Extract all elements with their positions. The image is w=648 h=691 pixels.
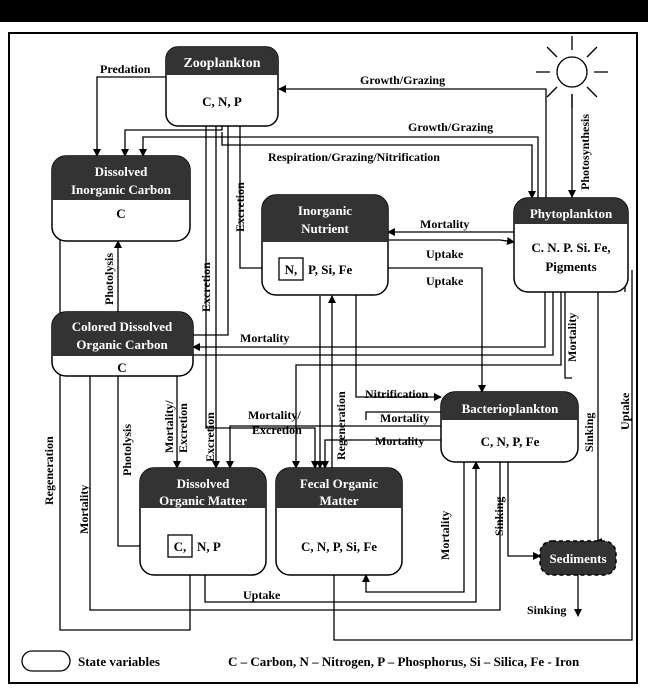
label-uptake-right: Uptake: [618, 392, 632, 430]
label-mortality-excretion-fom-2: Excretion: [252, 423, 302, 437]
dic-content: C: [116, 206, 125, 221]
label-uptake-2: Uptake: [426, 274, 464, 288]
label-photolysis-2: Photolysis: [120, 424, 134, 476]
dom-content-boxed: C,: [174, 539, 187, 554]
node-dissolved-inorganic-carbon: Dissolved Inorganic Carbon C: [51, 155, 191, 242]
label-regeneration-left: Regeneration: [42, 436, 56, 505]
label-mortality-phyto-nutrient: Mortality: [420, 217, 469, 231]
zooplankton-content: C, N, P: [202, 94, 242, 109]
fom-title-line1: Fecal Organic: [300, 476, 379, 491]
bacterioplankton-content: C, N, P, Fe: [481, 434, 540, 449]
label-mortality-excretion-dom: Mortality/: [162, 400, 176, 453]
cdoc-content: C: [117, 360, 126, 375]
fom-title-line2: Matter: [320, 493, 359, 508]
label-predation: Predation: [100, 62, 151, 76]
legend: State variables C – Carbon, N – Nitrogen…: [21, 650, 580, 672]
label-nitrification: Nitrification: [365, 387, 429, 401]
label-uptake-1: Uptake: [426, 247, 464, 261]
label-sinking-phyto: Sinking: [582, 413, 596, 452]
label-excretion-dom-2: Excretion: [203, 412, 217, 462]
node-sediments: Sediments: [539, 540, 617, 576]
label-growth-grazing-1: Growth/Grazing: [360, 73, 445, 87]
bacterioplankton-title: Bacterioplankton: [462, 401, 560, 416]
label-photosynthesis: Photosynthesis: [578, 114, 592, 190]
flow-arrows: [59, 76, 633, 641]
label-mortality-excretion-fom-1: Mortality/: [248, 408, 301, 422]
legend-state-variables: State variables: [78, 654, 160, 669]
label-mortality-bact-1: Mortality: [380, 411, 429, 425]
nutrient-title-line2: Nutrient: [301, 221, 349, 236]
diagram-frame: [8, 32, 638, 684]
label-growth-grazing-2: Growth/Grazing: [408, 120, 493, 134]
node-dissolved-organic-matter: Dissolved Organic Matter C, N, P: [139, 467, 267, 576]
node-colored-dissolved-organic-carbon: Colored Dissolved Organic Carbon C: [51, 311, 194, 377]
label-mortality-phyto-right: Mortality: [565, 313, 579, 362]
nutrient-content-rest: P, Si, Fe: [308, 262, 353, 277]
top-black-bar: [0, 0, 648, 22]
nutrient-title-line1: Inorganic: [298, 203, 352, 218]
label-respiration: Respiration/Grazing/Nitrification: [268, 150, 440, 164]
label-photolysis-1: Photolysis: [102, 253, 116, 305]
phytoplankton-title: Phytoplankton: [530, 206, 613, 221]
dom-title-line2: Organic Matter: [159, 493, 247, 508]
sun-icon: [536, 36, 608, 108]
label-mortality-left: Mortality: [77, 485, 91, 534]
label-mortality-cdoc: Mortality: [240, 331, 289, 345]
node-inorganic-nutrient: Inorganic Nutrient N, P, Si, Fe: [261, 194, 389, 296]
flow-labels: Predation Growth/Grazing Growth/Grazing …: [42, 62, 632, 617]
nitrogen-box: [278, 257, 304, 281]
label-sinking-bottom: Sinking: [527, 603, 566, 617]
label-excretion-zoo-cdoc: Excretion: [199, 262, 213, 312]
node-phytoplankton: Phytoplankton C. N. P. Si. Fe, Pigments: [513, 197, 629, 293]
dic-title-line2: Inorganic Carbon: [71, 182, 172, 197]
dom-title-line1: Dissolved: [177, 476, 231, 491]
label-excretion-zoo-nutrient: Excretion: [233, 182, 247, 232]
phytoplankton-content-line1: C. N. P. Si. Fe,: [531, 240, 610, 255]
fom-content: C, N, P, Si, Fe: [301, 539, 377, 554]
sediments-title: Sediments: [549, 551, 606, 566]
label-regeneration-mid: Regeneration: [334, 391, 348, 460]
label-sinking-bact: Sinking: [492, 497, 506, 536]
nutrient-content-boxed: N,: [285, 262, 298, 277]
label-mortality-bact-2: Mortality: [375, 434, 424, 448]
dom-content-rest: N, P: [197, 539, 221, 554]
label-excretion-dom: Excretion: [176, 403, 190, 453]
node-fecal-organic-matter: Fecal Organic Matter C, N, P, Si, Fe: [275, 467, 403, 576]
legend-abbreviations: C – Carbon, N – Nitrogen, P – Phosphorus…: [228, 654, 580, 669]
node-bacterioplankton: Bacterioplankton C, N, P, Fe: [440, 391, 579, 463]
dic-title-line1: Dissolved: [95, 164, 149, 179]
label-uptake-bottom: Uptake: [243, 588, 281, 602]
label-mortality-fom: Mortality: [438, 511, 452, 560]
carbon-box: [167, 534, 193, 558]
legend-state-variable-shape: [21, 650, 71, 672]
cdoc-title-line1: Colored Dissolved: [72, 319, 173, 334]
cdoc-title-line2: Organic Carbon: [76, 337, 168, 352]
zooplankton-title: Zooplankton: [183, 56, 260, 71]
phytoplankton-content-line2: Pigments: [545, 259, 596, 274]
node-zooplankton: Zooplankton C, N, P: [165, 46, 279, 127]
